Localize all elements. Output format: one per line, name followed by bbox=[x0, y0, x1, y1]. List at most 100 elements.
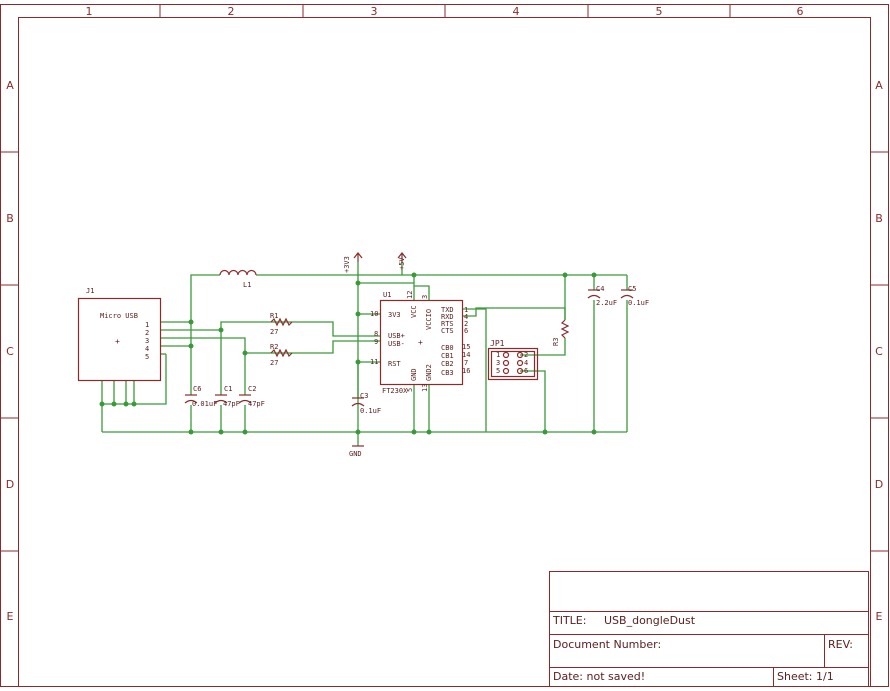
column-labels: 1 2 3 4 5 6 bbox=[86, 5, 804, 18]
u1-pin-number: 10 bbox=[370, 310, 378, 318]
nets bbox=[101, 262, 628, 446]
resistor-r1[interactable]: R1 27 bbox=[270, 312, 293, 336]
row-label: B bbox=[6, 212, 14, 225]
capacitor-c2[interactable]: C2 47pF bbox=[238, 385, 265, 408]
u1-pin-number: 12 bbox=[406, 291, 414, 299]
junction bbox=[355, 429, 361, 435]
u1-pin-number: 11 bbox=[370, 358, 378, 366]
c6-ref: C6 bbox=[193, 385, 201, 393]
row-label: E bbox=[7, 610, 14, 623]
u1-pin-number: 6 bbox=[464, 327, 468, 335]
wire-jp1-gnd bbox=[520, 370, 546, 432]
l1-ref: L1 bbox=[243, 281, 251, 289]
column-dividers bbox=[159, 4, 731, 18]
u1-pin-name: RXD bbox=[441, 313, 454, 321]
row-label: D bbox=[875, 478, 883, 491]
capacitor-c6[interactable]: C6 0.01uF bbox=[184, 385, 217, 408]
date-field: Date: not saved! bbox=[553, 670, 645, 683]
drawing-frame: 1 2 3 4 5 6 A A B B C C D D E E bbox=[0, 4, 889, 687]
inductor-l1[interactable]: L1 bbox=[219, 269, 257, 290]
u1-pin-number: 9 bbox=[374, 338, 378, 346]
junction bbox=[426, 429, 432, 435]
connector-j1[interactable]: J1 Micro USB + 1 2 3 4 5 bbox=[77, 287, 162, 382]
title-block-border bbox=[549, 571, 869, 687]
jp1-inner bbox=[490, 350, 536, 378]
u1-pin-name: VCCIO bbox=[425, 309, 433, 330]
u1-pin-name: RTS bbox=[441, 320, 454, 328]
junction bbox=[562, 272, 568, 278]
r3-zigzag bbox=[560, 319, 570, 339]
row-labels: A A B B C C D D E E bbox=[6, 79, 883, 623]
wire-j1-shield-bus bbox=[102, 354, 167, 405]
resistor-r2[interactable]: R2 27 bbox=[270, 343, 293, 367]
c5-value: 0.1uF bbox=[628, 299, 649, 307]
capacitor-c4[interactable]: C4 2.2uF bbox=[587, 285, 617, 307]
column-label: 2 bbox=[228, 5, 235, 18]
r1-ref: R1 bbox=[270, 312, 278, 320]
column-label: 5 bbox=[656, 5, 663, 18]
capacitor-c5[interactable]: C5 0.1uF bbox=[620, 285, 649, 307]
j1-pin-number: 2 bbox=[145, 329, 149, 337]
capacitor-c3[interactable]: C3 0.1uF bbox=[351, 392, 381, 415]
j1-value: Micro USB bbox=[100, 312, 138, 320]
junction bbox=[218, 327, 224, 333]
junction bbox=[591, 272, 597, 278]
supply-5v-label: +5V bbox=[398, 257, 406, 270]
wire-vbus bbox=[190, 274, 220, 322]
r2-value: 27 bbox=[270, 359, 278, 367]
c4-ref: C4 bbox=[596, 285, 604, 293]
jp1-ref: JP1 bbox=[490, 339, 505, 348]
ic-u1[interactable]: U1 FT230X + 3V3 10 USB+ 8 USB- 9 RST 11 … bbox=[370, 291, 470, 395]
junction bbox=[111, 401, 117, 407]
l1-coil bbox=[219, 269, 257, 276]
u1-pin-number: 2 bbox=[464, 320, 468, 328]
junction bbox=[542, 429, 548, 435]
junction bbox=[411, 272, 417, 278]
u1-pin-number: 1 bbox=[464, 306, 468, 314]
supply-3v3-label: +3V3 bbox=[343, 256, 351, 273]
supply-3v3: +3V3 bbox=[343, 252, 363, 273]
u1-pin-name: USB- bbox=[388, 340, 405, 348]
r2-ref: R2 bbox=[270, 343, 278, 351]
junction bbox=[131, 401, 137, 407]
j1-center-mark: + bbox=[115, 337, 120, 346]
j1-pin-number: 3 bbox=[145, 337, 149, 345]
u1-pin-number: 3 bbox=[421, 295, 429, 299]
u1-pin-name: TXD bbox=[441, 306, 454, 314]
column-label: 4 bbox=[513, 5, 520, 18]
r2-zigzag bbox=[270, 348, 293, 358]
wire-j1-pin3 bbox=[160, 337, 380, 354]
jp1-pin-number: 6 bbox=[524, 367, 528, 375]
row-label: A bbox=[875, 79, 883, 92]
u1-pin-number: 16 bbox=[462, 367, 470, 375]
u1-pin-name: VCC bbox=[410, 305, 418, 318]
junction bbox=[242, 350, 248, 356]
c3-ref: C3 bbox=[360, 392, 368, 400]
jp1-pin-number: 3 bbox=[496, 359, 500, 367]
c4-value: 2.2uF bbox=[596, 299, 617, 307]
sheet-field: Sheet: 1/1 bbox=[777, 670, 834, 683]
j1-pin-number: 4 bbox=[145, 345, 149, 353]
capacitor-c1[interactable]: C1 47pF bbox=[214, 385, 240, 408]
c6-value: 0.01uF bbox=[192, 400, 217, 408]
document-number-label: Document Number: bbox=[553, 638, 661, 651]
r3-ref: R3 bbox=[552, 338, 560, 346]
header-jp1[interactable]: JP1 1 2 3 4 5 6 bbox=[487, 339, 539, 381]
c3-value: 0.1uF bbox=[360, 407, 381, 415]
jp1-pin-number: 5 bbox=[496, 367, 500, 375]
resistor-r3[interactable]: R3 bbox=[552, 319, 570, 346]
column-label: 6 bbox=[797, 5, 804, 18]
junction bbox=[355, 280, 361, 286]
wire-vcc-pin bbox=[414, 285, 430, 300]
junction bbox=[99, 401, 105, 407]
u1-pin-name: CB1 bbox=[441, 352, 454, 360]
u1-pin-number: 8 bbox=[374, 330, 378, 338]
r1-value: 27 bbox=[270, 328, 278, 336]
u1-pin-number: 13 bbox=[421, 384, 429, 392]
junction bbox=[188, 429, 194, 435]
junction bbox=[123, 401, 129, 407]
u1-body bbox=[379, 299, 464, 386]
u1-pin-number: 5 bbox=[406, 388, 414, 392]
u1-pin-name: USB+ bbox=[388, 332, 405, 340]
